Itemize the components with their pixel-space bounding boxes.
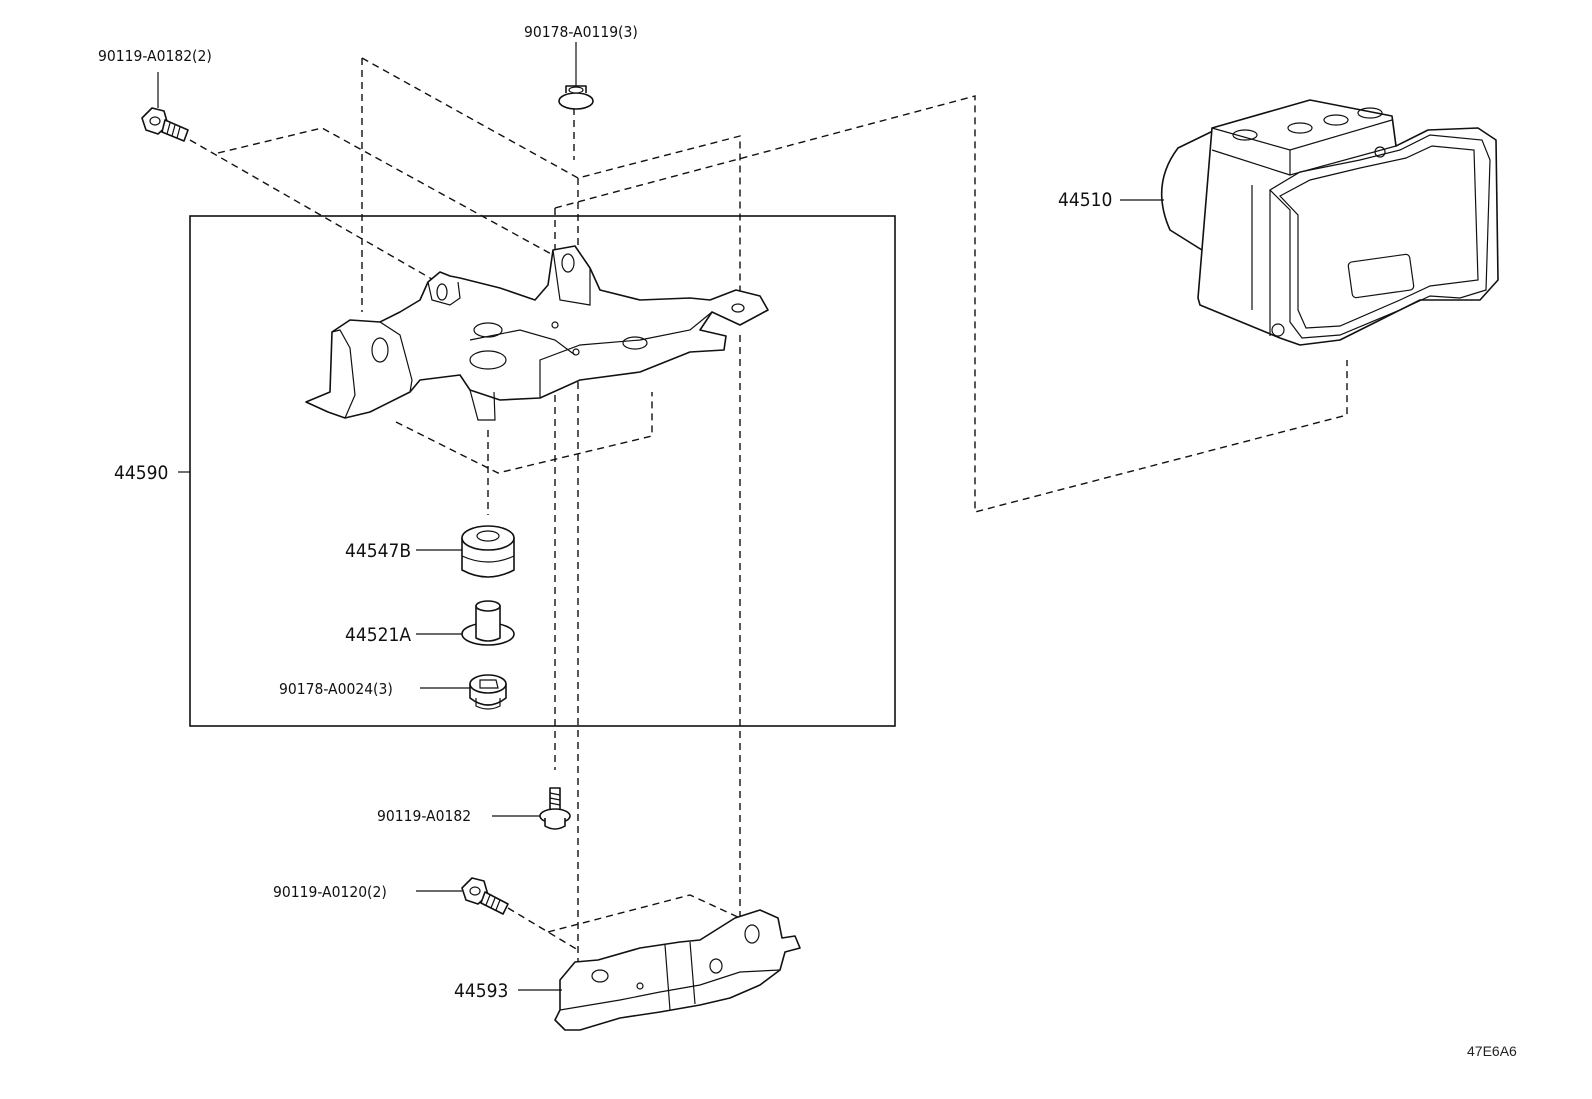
label-collar: 44521A <box>345 624 411 646</box>
label-bracket-assembly: 44590 <box>114 462 168 484</box>
diagram-code: 47E6A6 <box>1467 1043 1517 1059</box>
label-bolt-single: 90119-A0182 <box>377 807 471 825</box>
collar-44521A[interactable] <box>461 600 515 646</box>
label-lower-bracket: 44593 <box>454 980 508 1002</box>
bolt-90119-A0182-single[interactable] <box>539 787 571 830</box>
cushion-44547B[interactable] <box>461 525 515 578</box>
upper-bracket-44590[interactable] <box>305 245 769 421</box>
assembly-guide-lines <box>189 57 1348 990</box>
label-nut-lower: 90178-A0024(3) <box>279 680 393 698</box>
assembly-frame-44590 <box>189 215 896 727</box>
bolt-90119-A0182-top[interactable] <box>141 107 189 142</box>
label-actuator: 44510 <box>1058 189 1112 211</box>
nut-90178-A0024[interactable] <box>469 674 507 710</box>
nut-90178-A0119-top[interactable] <box>558 85 594 110</box>
label-bolt-lower: 90119-A0120(2) <box>273 883 387 901</box>
bolt-90119-A0120[interactable] <box>461 877 509 915</box>
lower-bracket-44593[interactable] <box>554 909 801 1031</box>
leader-lines <box>157 42 1164 991</box>
label-cushion: 44547B <box>345 540 411 562</box>
abs-actuator-44510[interactable] <box>1160 99 1499 346</box>
label-bolt-top: 90119-A0182(2) <box>98 47 212 65</box>
label-nut-top: 90178-A0119(3) <box>524 23 638 41</box>
